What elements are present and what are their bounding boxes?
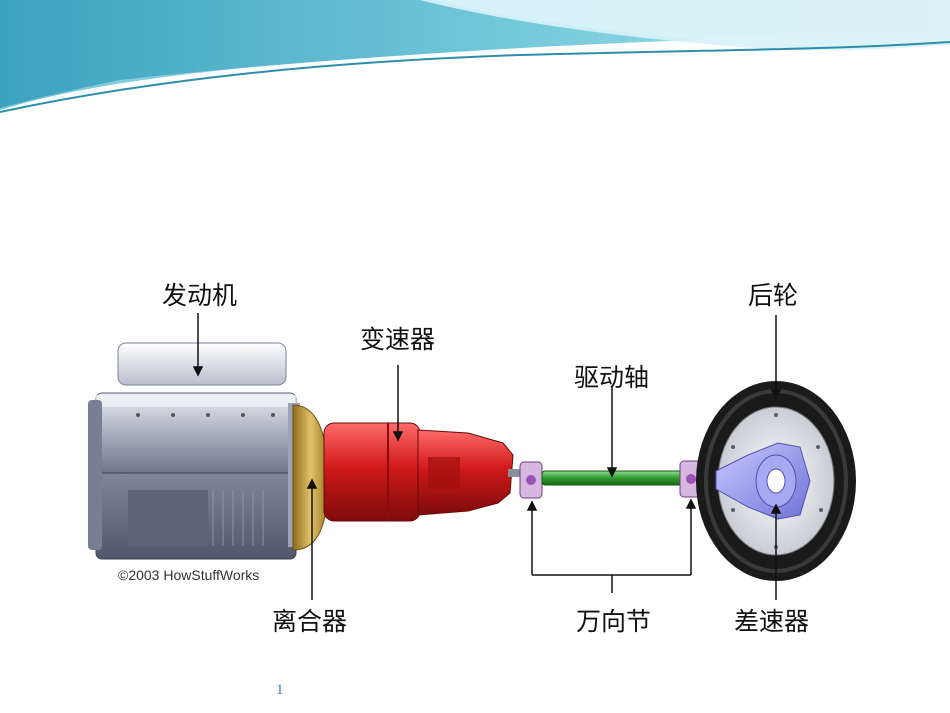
banner-wave-line: [0, 41, 950, 113]
banner-wave-front: [0, 0, 700, 108]
engine-cover: [117, 342, 287, 386]
header-wave-banner: [0, 0, 950, 113]
leader-lines: [192, 313, 782, 600]
label-transmission: 变速器: [360, 325, 436, 354]
label-drive-shaft: 驱动轴: [574, 363, 650, 392]
clutch-housing: [292, 404, 329, 551]
label-engine: 发动机: [162, 281, 238, 310]
transmission: [323, 422, 514, 522]
page-number: 1: [276, 682, 284, 698]
label-clutch: 离合器: [272, 607, 348, 636]
drivetrain-illustration: [88, 313, 856, 600]
label-differential: 差速器: [734, 607, 810, 636]
drivetrain-diagram: 发动机 变速器 驱动轴 后轮 离合器 万向节 差速器 ©2003 HowStuf…: [88, 275, 856, 640]
differential: [715, 442, 811, 520]
label-rear-wheel: 后轮: [748, 281, 799, 310]
copyright-notice: ©2003 HowStuffWorks: [118, 567, 260, 583]
label-universal-joint: 万向节: [576, 607, 652, 636]
universal-joint-front: [508, 461, 543, 499]
engine: [88, 342, 300, 560]
banner-wave-highlight: [420, 0, 950, 51]
